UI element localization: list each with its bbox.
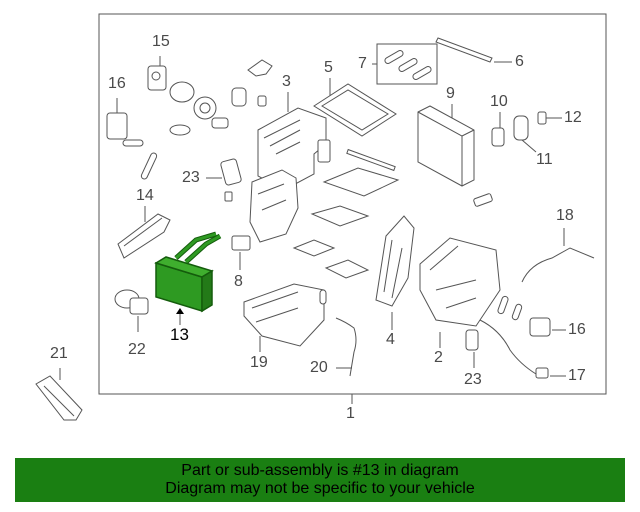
callout-4: 4	[386, 331, 395, 348]
part-16-left	[106, 98, 128, 140]
part-7-group	[372, 43, 438, 85]
part-5	[313, 78, 397, 137]
part-8	[231, 235, 251, 270]
part-10	[491, 112, 505, 147]
part-23-right	[465, 329, 479, 368]
callout-19: 19	[250, 354, 268, 371]
part-12	[537, 111, 562, 125]
callout-6: 6	[515, 53, 524, 70]
part-22	[114, 289, 149, 332]
callout-22: 22	[128, 341, 146, 358]
callout-18: 18	[556, 207, 574, 224]
part-info-banner: Part or sub-assembly is #13 in diagram D…	[15, 458, 625, 502]
part-20	[335, 317, 357, 377]
callout-8: 8	[234, 273, 243, 290]
callout-1: 1	[346, 405, 355, 422]
part-17	[479, 319, 566, 379]
callout-10: 10	[490, 93, 508, 110]
part-19	[243, 283, 325, 352]
callout-3: 3	[282, 73, 291, 90]
part-6	[435, 37, 512, 63]
callout-20: 20	[310, 359, 328, 376]
banner-line-1: Part or sub-assembly is #13 in diagram	[181, 462, 459, 479]
callout-23-left: 23	[182, 169, 200, 186]
part-14	[117, 206, 171, 259]
callout-21: 21	[50, 345, 68, 362]
part-15	[147, 56, 167, 91]
callout-5: 5	[324, 59, 333, 76]
part-21	[35, 368, 83, 421]
callout-14: 14	[136, 187, 154, 204]
part-13-heater-core	[154, 231, 222, 325]
callout-16-left: 16	[108, 75, 126, 92]
callout-15: 15	[152, 33, 170, 50]
part-9	[417, 104, 475, 187]
part-16-right	[529, 317, 566, 337]
callout-12: 12	[564, 109, 582, 126]
part-23-left	[206, 158, 242, 202]
callout-17: 17	[568, 367, 586, 384]
part-18	[521, 228, 595, 283]
callout-13: 13	[170, 325, 189, 344]
part-11	[513, 115, 537, 153]
part-misc-top-left	[122, 59, 273, 180]
part-misc-lower-right	[319, 289, 523, 321]
callout-16-right: 16	[568, 321, 586, 338]
part-misc-middle	[292, 148, 493, 279]
banner-line-2: Diagram may not be specific to your vehi…	[165, 480, 475, 497]
callout-23-right: 23	[464, 371, 482, 388]
callout-7: 7	[358, 55, 367, 72]
part-housing-middle	[249, 169, 299, 243]
callout-9: 9	[446, 85, 455, 102]
callout-2: 2	[434, 349, 443, 366]
part-4	[375, 215, 415, 330]
part-2	[419, 237, 501, 348]
callout-11: 11	[536, 151, 553, 168]
